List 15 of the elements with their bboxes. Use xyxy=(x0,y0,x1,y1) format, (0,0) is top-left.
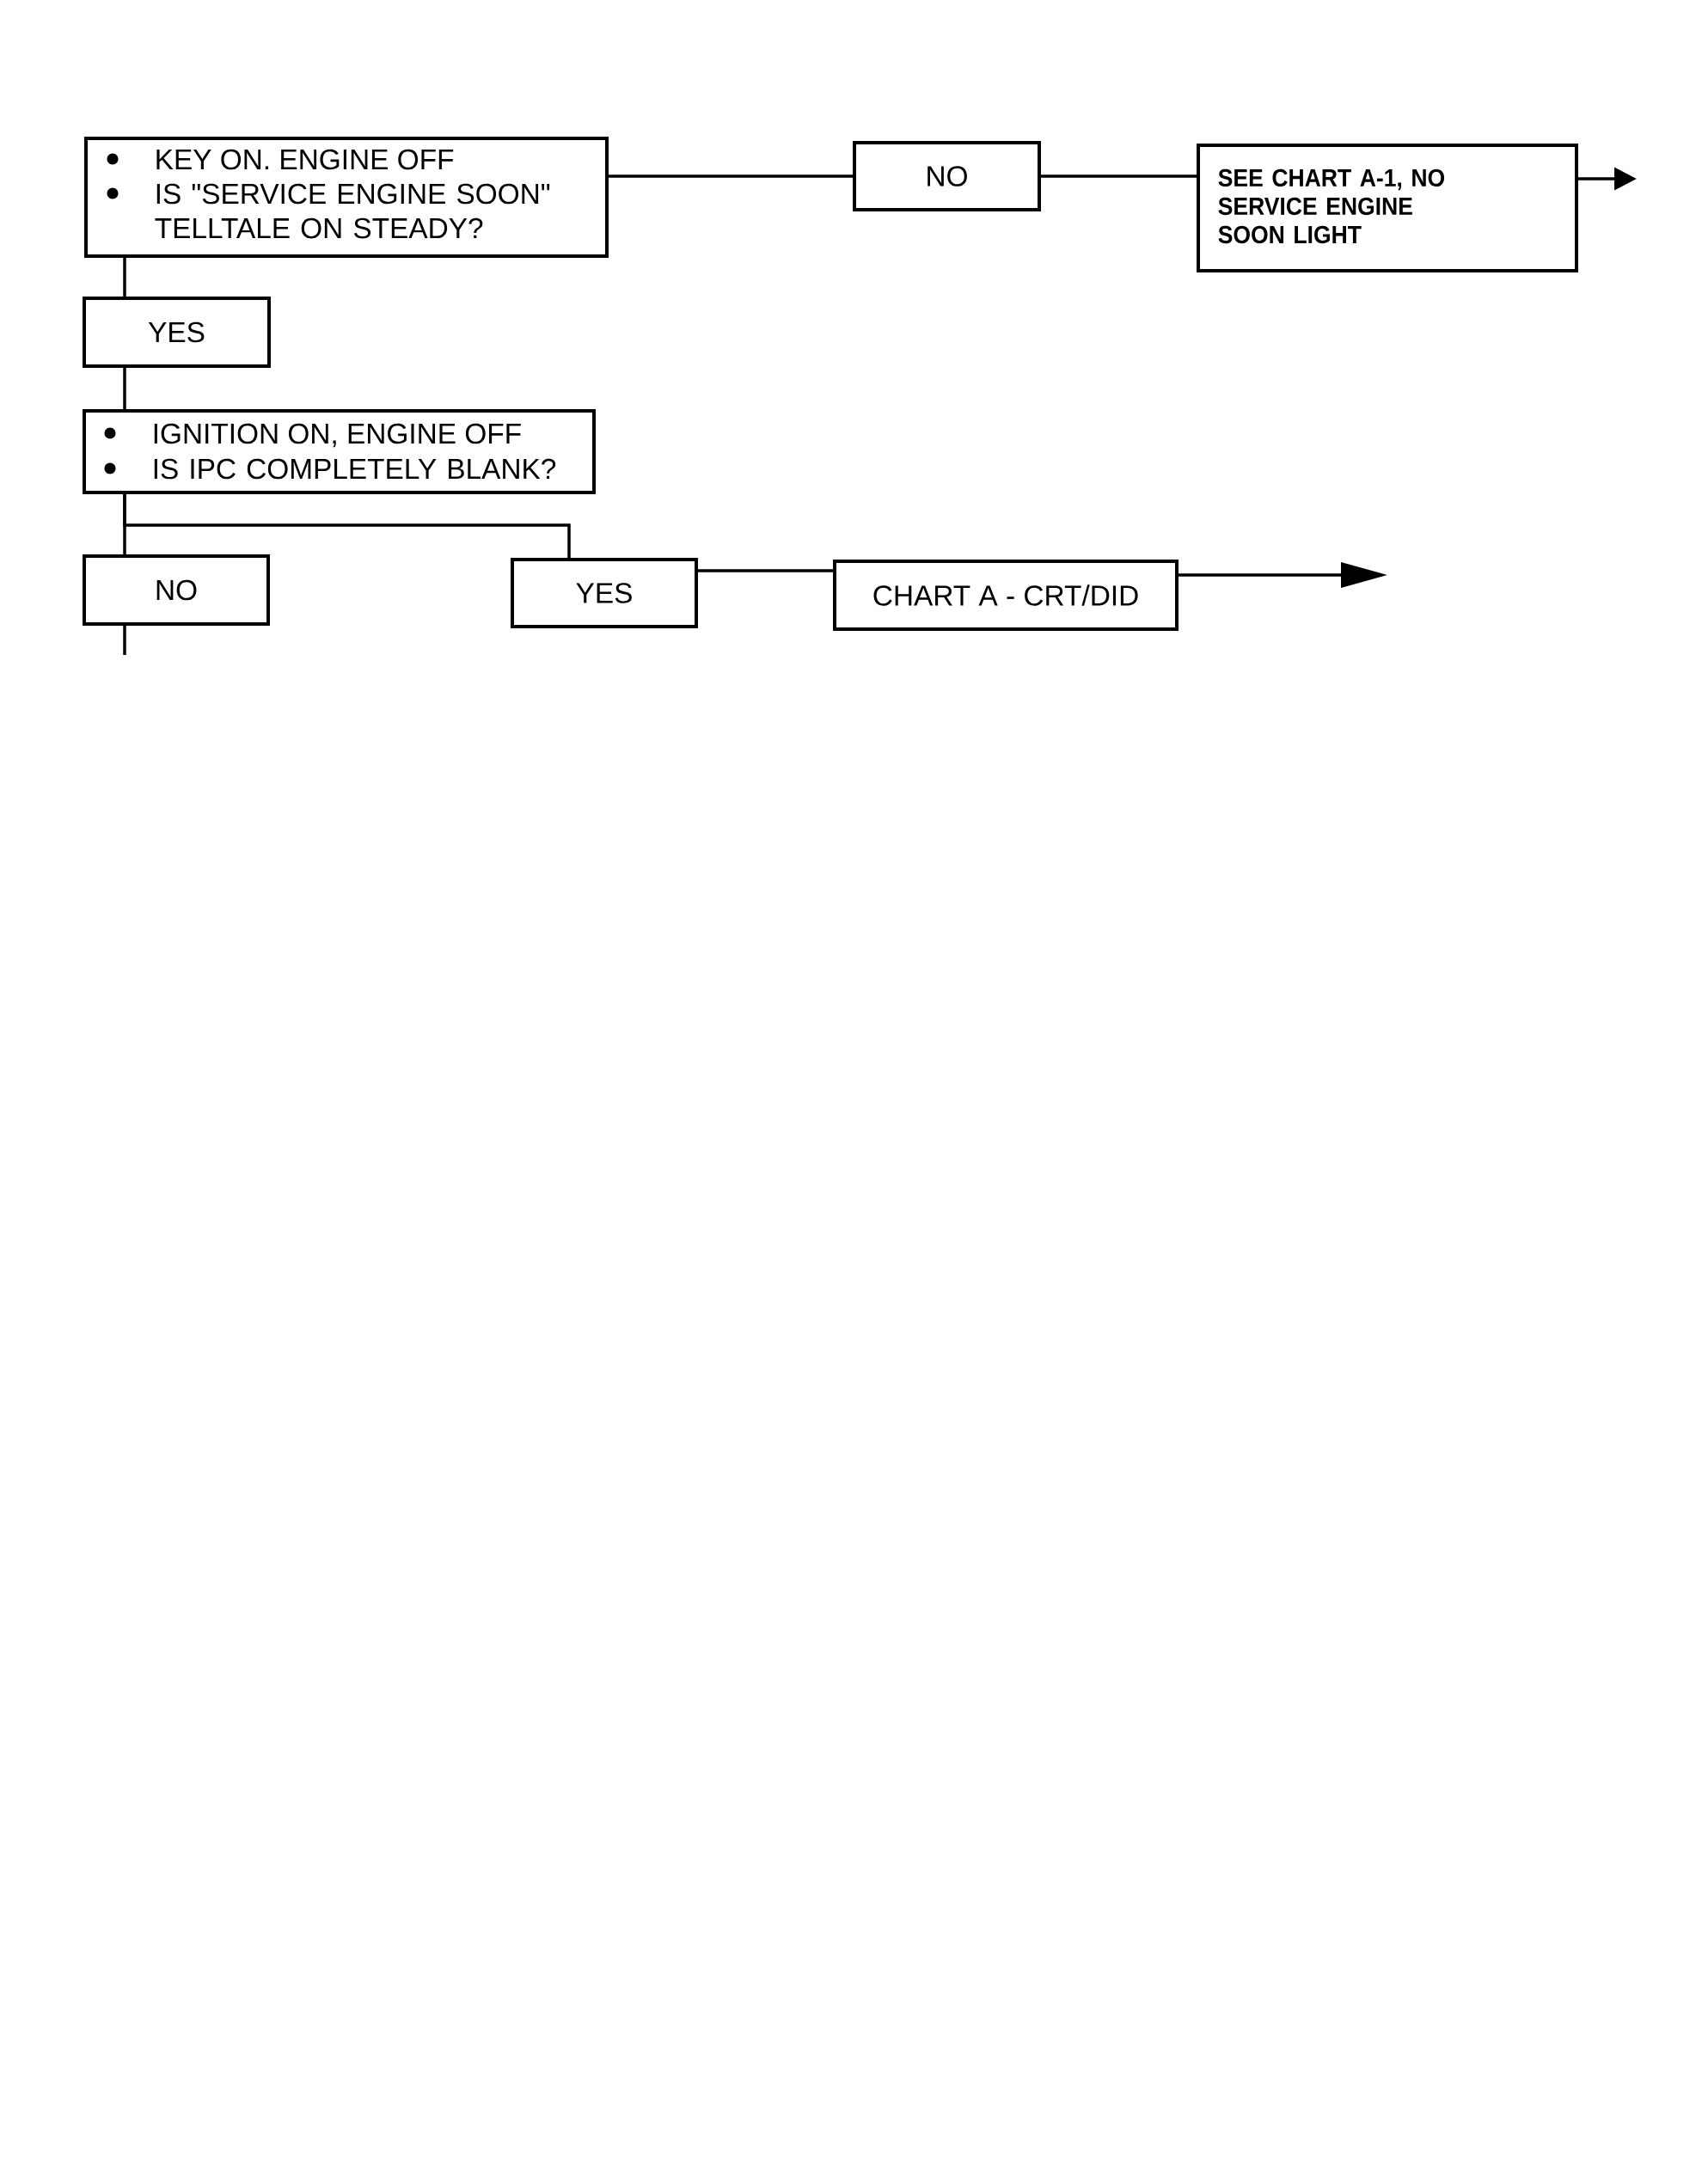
branch-box: NO xyxy=(853,141,1041,211)
result-box: SEE CHART A-1, NO SERVICE ENGINE SOON LIGHT xyxy=(1197,144,1579,272)
connector-line xyxy=(698,569,833,572)
connector-line xyxy=(123,368,126,409)
result-box: CHART A - CRT/DID xyxy=(833,560,1179,631)
connector-line xyxy=(123,258,126,297)
branch-box: YES xyxy=(83,297,271,368)
branch-box: NO xyxy=(83,554,270,626)
connector-line xyxy=(609,174,853,178)
connector-line xyxy=(123,626,126,655)
branch-box: YES xyxy=(511,558,698,628)
question-box: KEY ON. ENGINE OFF IS "SERVICE ENGINE SOON" TELLTALE ON STEADY? xyxy=(84,137,609,258)
connector-line xyxy=(123,494,571,558)
question-box: IGNITION ON, ENGINE OFF IS IPC COMPLETELY BLANK? xyxy=(83,409,596,494)
connector-line xyxy=(1041,174,1197,178)
